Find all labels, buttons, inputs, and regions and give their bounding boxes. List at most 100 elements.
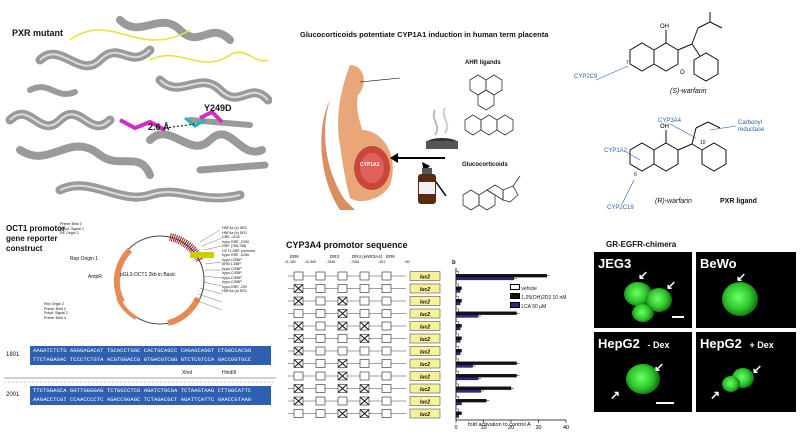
bar-1 xyxy=(455,411,462,415)
deletion-mark xyxy=(337,359,348,368)
micrograph-condition: + Dex xyxy=(749,340,774,350)
chart-legend: vehicle 1,25(OH)2D3 10 nM LCA 50 µM xyxy=(510,284,590,311)
luc-reporter-box xyxy=(409,408,441,419)
response-element-box xyxy=(315,384,326,393)
response-element-box xyxy=(381,371,392,381)
bar-0 xyxy=(455,321,459,325)
bar-1 xyxy=(455,299,462,303)
seq1-top: AAGATCTCTG AGGGAGACAT TGCACCTGGC CACTGCA… xyxy=(33,347,252,354)
ahr-ligands-label: AHR ligands xyxy=(465,60,501,66)
arrow-icon: ↙ xyxy=(654,360,665,374)
luc-reporter-box xyxy=(409,383,441,394)
construct-positions: -11.382 -10.562 -7836 -7268 -261 +52 xyxy=(282,260,447,268)
micrograph-label: HepG2 - Dex xyxy=(598,336,670,351)
legend-lca: LCA 50 µM xyxy=(510,302,590,311)
bar-0 xyxy=(455,283,459,287)
bar-0 xyxy=(455,346,459,350)
svg-text:OH: OH xyxy=(660,124,669,130)
bar-2 xyxy=(455,351,461,356)
cyp1a1-label: CYP1A1 xyxy=(360,162,380,168)
luc-label: luc2 xyxy=(420,300,430,306)
deletion-mark xyxy=(359,334,370,343)
luc-label: luc2 xyxy=(420,287,430,293)
pregnant-figure xyxy=(321,65,401,210)
response-element-box xyxy=(381,409,392,418)
cell-blob xyxy=(632,304,654,322)
sequence-row-2: TTCTGGAGCA GGTTGGGGAG TCTGGCCTCG AGATCTG… xyxy=(30,386,271,405)
plasmid-label: hypo-C/EBP xyxy=(222,275,242,280)
placenta-title: Glucocorticoids potentiate CYP1A1 induct… xyxy=(300,30,549,39)
micrograph-label: HepG2 + Dex xyxy=(700,336,774,351)
response-element-box xyxy=(337,396,348,406)
bar-0 xyxy=(455,383,459,387)
bar-0 xyxy=(455,333,459,337)
response-element-box xyxy=(315,309,326,318)
r-warfarin-structure: OH xyxy=(629,121,727,172)
luc-reporter-box xyxy=(409,308,441,319)
response-element-box xyxy=(293,409,304,418)
oct1-title-line3: construct xyxy=(6,244,43,253)
response-element-box xyxy=(315,321,326,331)
bar-0 xyxy=(455,371,459,375)
response-element-box xyxy=(381,384,392,393)
bar-0 xyxy=(455,408,459,412)
plasmid-name: pGL3-OCT1 2kb in Basic xyxy=(120,272,176,278)
ampr-label: AmpR xyxy=(88,274,102,280)
legend-d3: 1,25(OH)2D3 10 nM xyxy=(510,293,590,302)
response-element-box xyxy=(337,346,348,356)
bar-2 xyxy=(455,301,461,306)
plasmid-label: HNF4a (b) DR1 xyxy=(222,230,247,235)
deletion-mark xyxy=(337,409,348,418)
micrograph-bewo: BeWo ↙ xyxy=(696,252,796,328)
bar-1 xyxy=(455,386,512,390)
bar-2 xyxy=(455,314,479,318)
response-element-box xyxy=(337,334,348,343)
response-element-box xyxy=(315,271,326,281)
header-er6-right: ER6 xyxy=(386,254,395,259)
deletion-mark xyxy=(293,321,304,331)
micrograph-label: BeWo xyxy=(700,256,737,271)
bar-1 xyxy=(455,349,462,353)
bar-2 xyxy=(455,414,459,418)
s-warfarin-label: (S)-warfarin xyxy=(670,88,707,95)
plasmid-label: Primer Bind 2 xyxy=(44,306,66,311)
deletion-mark xyxy=(293,396,304,406)
luc-label: luc2 xyxy=(420,337,430,343)
bar-1 xyxy=(455,336,462,340)
luc-label: luc2 xyxy=(420,325,430,331)
arrow-icon: ↙ xyxy=(736,270,747,284)
cell-blob xyxy=(722,376,740,392)
luc-label: luc2 xyxy=(420,362,430,368)
plasmid-label: ARE/1-EBP xyxy=(222,262,241,266)
bar-2 xyxy=(455,376,479,381)
svg-text:OH: OH xyxy=(660,24,669,30)
x-axis-label: fold activation to control A xyxy=(468,422,531,428)
warfarin-panel: OH O CYP2C9 7 (S)-warfarin OH CYP3A4 Car… xyxy=(560,0,800,230)
plasmid-label: Primer Bind 3 xyxy=(60,222,82,226)
pxr-ligand-label: PXR ligand xyxy=(720,198,757,205)
response-element-box xyxy=(315,334,326,343)
luc-reporter-box xyxy=(409,333,441,344)
micrograph-condition: - Dex xyxy=(647,340,670,350)
response-element-box xyxy=(381,271,392,281)
cyp2c9-top-label: CYP2C9 xyxy=(574,74,598,80)
luc-reporter-box xyxy=(409,283,441,294)
luc-reporter-box xyxy=(409,271,441,281)
legend-label: 1,25(OH)2D3 10 nM xyxy=(521,295,567,301)
r-warfarin-label: (R)-warfarin xyxy=(655,198,692,205)
plasmid-label: RE Origin 2 xyxy=(60,231,79,235)
plasmid-label: HNF4a (a) DR1 xyxy=(222,289,247,293)
luc-reporter-box xyxy=(409,346,441,356)
pos10-label: 10 xyxy=(700,140,706,146)
x-tick-label: 20 xyxy=(508,425,514,431)
deletion-mark xyxy=(293,334,304,343)
plasmid-label: Primer Bind 4 xyxy=(44,315,66,320)
micrograph-hepg2-minus-dex: HepG2 - Dex ↙ ↗ xyxy=(594,332,692,412)
plasmid-labels-left: Primer Bind 3 Polyd. Signal 1 RE Origin … xyxy=(60,222,120,236)
x-tick-label: 40 xyxy=(563,425,569,431)
bar-2 xyxy=(455,401,462,406)
pos-label: -11.382 xyxy=(284,260,296,264)
seq1-bottom: TTCTAGAGAC TCCCTCTGTA ACGTGGACCG GTGACGT… xyxy=(33,356,252,363)
luc-reporter-box xyxy=(409,296,441,306)
